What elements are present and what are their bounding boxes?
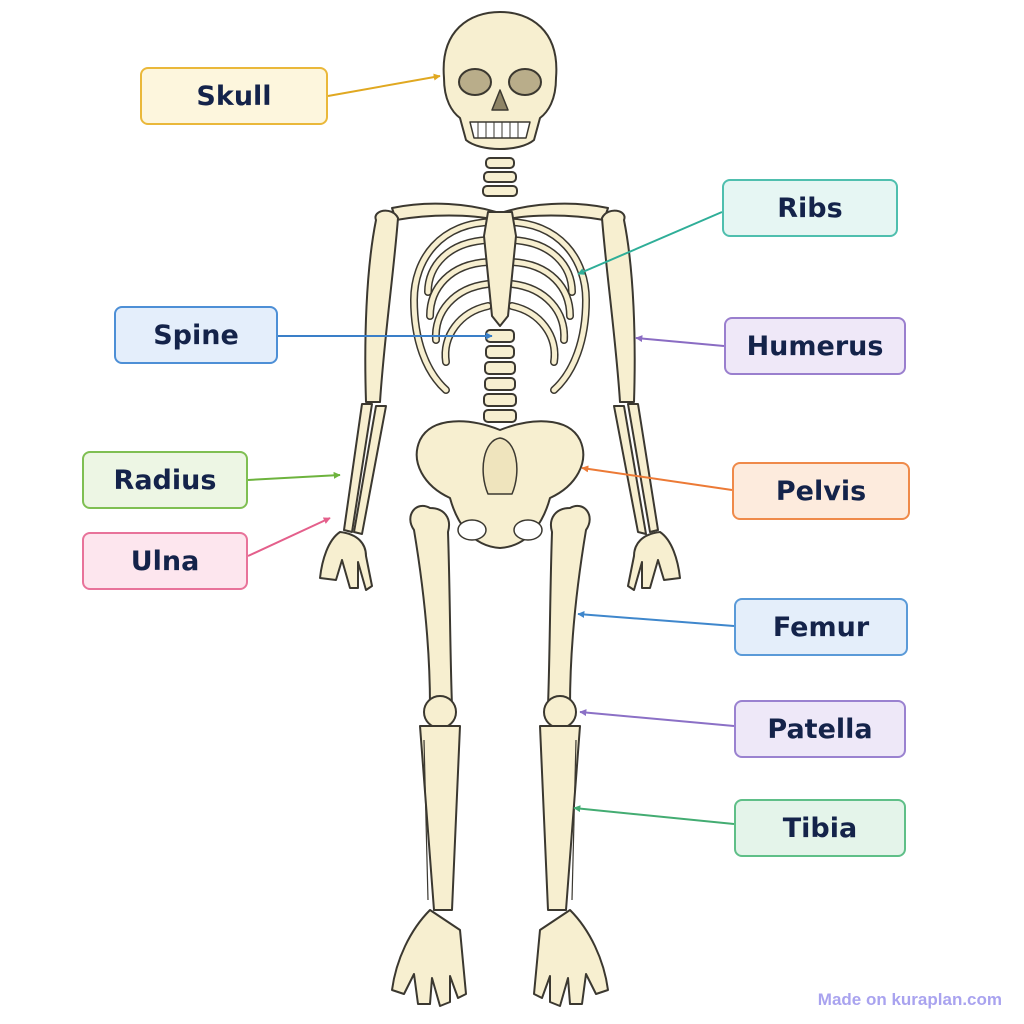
femur-label: Femur	[734, 598, 908, 656]
watermark[interactable]: Made on kuraplan.com	[817, 990, 1002, 1009]
ribs-label: Ribs	[722, 179, 898, 237]
radius-label: Radius	[82, 451, 248, 509]
neck-vertebrae	[482, 157, 518, 197]
spine-bone	[483, 329, 517, 423]
pelvis-label: Pelvis	[732, 462, 910, 520]
tibia-label: Tibia	[734, 799, 906, 857]
pointer-lines	[247, 73, 735, 825]
shoulder-girdle	[391, 202, 609, 221]
pelvis-bone	[415, 420, 585, 549]
humerus-label: Humerus	[724, 317, 906, 375]
patella-label: Patella	[734, 700, 906, 758]
ribcage	[410, 211, 590, 394]
arm-bones	[319, 209, 681, 591]
skull-bone	[442, 11, 558, 150]
leg-bones	[391, 505, 609, 1007]
skull-label: Skull	[140, 67, 328, 125]
ulna-label: Ulna	[82, 532, 248, 590]
spine-label: Spine	[114, 306, 278, 364]
